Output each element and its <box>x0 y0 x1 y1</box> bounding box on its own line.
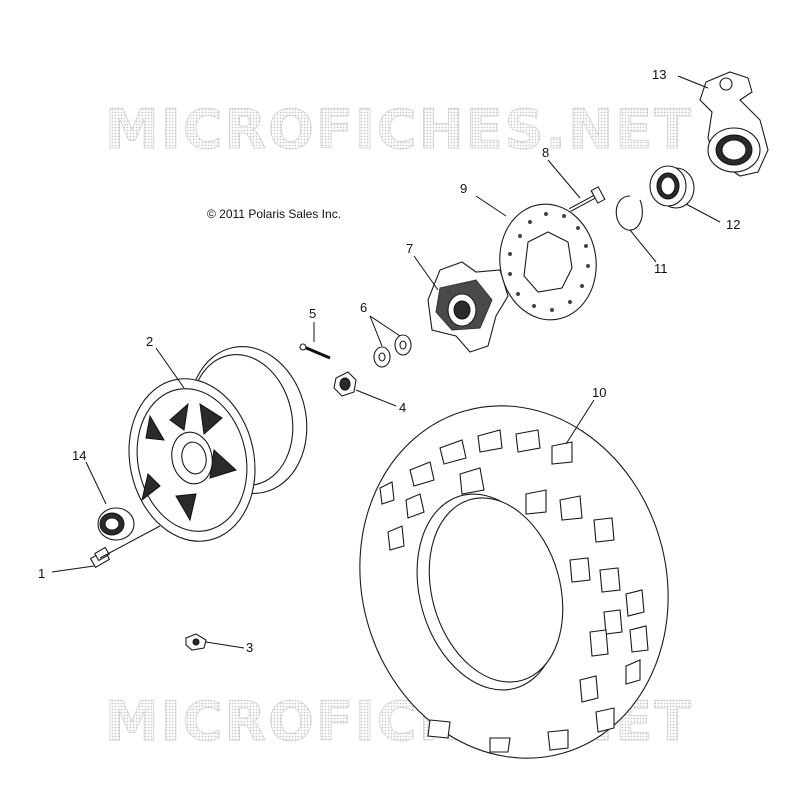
part-castle-nut <box>333 371 357 397</box>
part-snap-ring <box>615 195 643 231</box>
part-washers <box>373 334 412 368</box>
part-tire <box>359 405 669 759</box>
part-bolt <box>569 186 606 212</box>
callout-9: 9 <box>460 181 467 196</box>
leader-lines <box>51 75 721 649</box>
callout-2: 2 <box>146 334 153 349</box>
part-bearing <box>649 165 695 209</box>
callout-5: 5 <box>309 306 316 321</box>
callout-labels: 1 2 3 4 5 6 7 8 9 10 11 12 13 14 <box>38 67 740 655</box>
callout-10: 10 <box>592 385 606 400</box>
callout-14: 14 <box>72 448 86 463</box>
part-center-cap <box>97 507 135 541</box>
copyright-notice: © 2011 Polaris Sales Inc. <box>207 207 342 221</box>
part-steering-knuckle <box>699 71 769 177</box>
callout-8: 8 <box>542 145 549 160</box>
callout-1: 1 <box>38 566 45 581</box>
part-wheel-hub <box>427 261 509 353</box>
callout-6: 6 <box>360 300 367 315</box>
callout-12: 12 <box>726 217 740 232</box>
callout-4: 4 <box>399 400 406 415</box>
part-lug-nut <box>185 633 207 651</box>
callout-13: 13 <box>652 67 666 82</box>
watermark-top: MICROFICHES.NET <box>105 98 693 161</box>
part-valve-stem <box>89 546 111 569</box>
callout-11: 11 <box>654 261 668 276</box>
part-wheel-rim <box>128 346 308 542</box>
callout-7: 7 <box>406 241 413 256</box>
part-cotter-pin <box>299 343 331 360</box>
part-brake-disc <box>499 203 597 321</box>
callout-3: 3 <box>246 640 253 655</box>
